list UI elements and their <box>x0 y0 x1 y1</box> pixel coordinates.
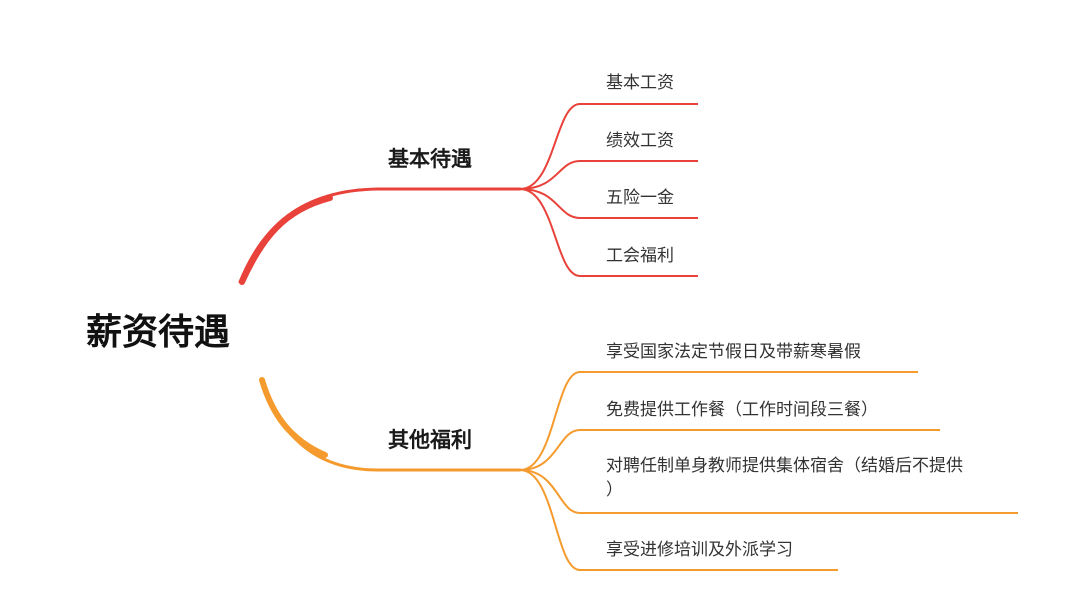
leaf-label-wrapped: 对聘任制单身教师提供集体宿舍（结婚后不提供 ） <box>606 456 968 500</box>
branch-1-leaf-connectors <box>519 103 698 277</box>
leaf-connector <box>519 188 698 277</box>
leaf-connector <box>519 188 698 219</box>
leaf-label: 绩效工资 <box>606 131 674 151</box>
leaf-label: 享受国家法定节假日及带薪寒暑假 <box>606 342 861 362</box>
leaf-label: 基本工资 <box>606 73 674 93</box>
leaf-label-line-2: ） <box>606 480 623 500</box>
leaf-label: 工会福利 <box>606 246 674 266</box>
leaf-connector <box>519 160 698 190</box>
leaf-label: 五险一金 <box>606 188 674 208</box>
connector-root-branch-1-thick <box>239 195 333 285</box>
connector-root-branch-2-thick <box>259 377 328 458</box>
leaf-connector <box>519 469 1018 514</box>
branch-2-label: 其他福利 <box>388 428 472 452</box>
branch-1-label: 基本待遇 <box>388 147 472 171</box>
leaf-connector <box>519 371 918 471</box>
connector-root-branch-2 <box>260 378 522 472</box>
leaf-label: 享受进修培训及外派学习 <box>606 540 793 560</box>
leaf-label: 免费提供工作餐（工作时间段三餐） <box>606 400 878 420</box>
branch-2-leaf-connectors <box>519 371 1018 571</box>
leaf-label-line-1: 对聘任制单身教师提供集体宿舍（结婚后不提供 <box>606 456 963 476</box>
leaf-connector <box>519 429 940 471</box>
connector-root-branch-1 <box>238 187 522 284</box>
leaf-connector <box>519 103 698 190</box>
leaf-connector <box>519 469 838 571</box>
root-node-label: 薪资待遇 <box>86 312 230 353</box>
